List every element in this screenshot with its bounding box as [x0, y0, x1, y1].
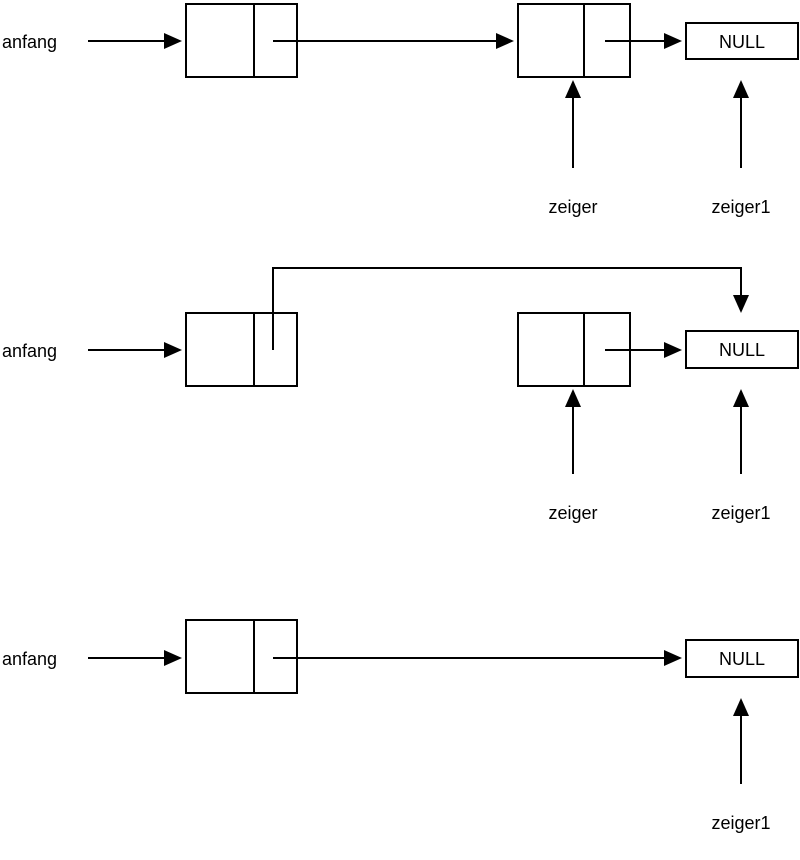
- zeiger-arrow: [565, 80, 581, 168]
- anfang-label: anfang: [2, 341, 57, 361]
- zeiger1-label: zeiger1: [711, 813, 770, 833]
- list-node-1: [185, 619, 298, 694]
- node-1-next-arrow: [273, 33, 514, 49]
- null-label: NULL: [719, 32, 765, 52]
- diagram-3: anfang NULL zeiger1: [2, 619, 799, 833]
- zeiger1-arrow: [733, 698, 749, 784]
- null-label: NULL: [719, 340, 765, 360]
- anfang-arrow: [88, 650, 182, 666]
- null-box: NULL: [685, 639, 799, 678]
- null-box: NULL: [685, 22, 799, 60]
- anfang-arrow: [88, 342, 182, 358]
- list-node-1: [185, 312, 298, 387]
- zeiger1-label: zeiger1: [711, 197, 770, 217]
- anfang-arrow: [88, 33, 182, 49]
- diagram-1: anfang NULL zeiger: [2, 3, 799, 217]
- null-label: NULL: [719, 649, 765, 669]
- zeiger1-arrow: [733, 80, 749, 168]
- node-1-next-arrow: [273, 650, 682, 666]
- node-2-next-arrow: [605, 33, 682, 49]
- zeiger1-arrow: [733, 389, 749, 474]
- node-1-next-arrow: [272, 267, 749, 350]
- node-2-next-arrow: [605, 342, 682, 358]
- anfang-label: anfang: [2, 649, 57, 669]
- zeiger-arrow: [565, 389, 581, 474]
- diagram-2: anfang NULL zeiger: [2, 267, 799, 523]
- anfang-label: anfang: [2, 32, 57, 52]
- null-box: NULL: [685, 330, 799, 369]
- zeiger-label: zeiger: [548, 503, 597, 523]
- zeiger-label: zeiger: [548, 197, 597, 217]
- zeiger1-label: zeiger1: [711, 503, 770, 523]
